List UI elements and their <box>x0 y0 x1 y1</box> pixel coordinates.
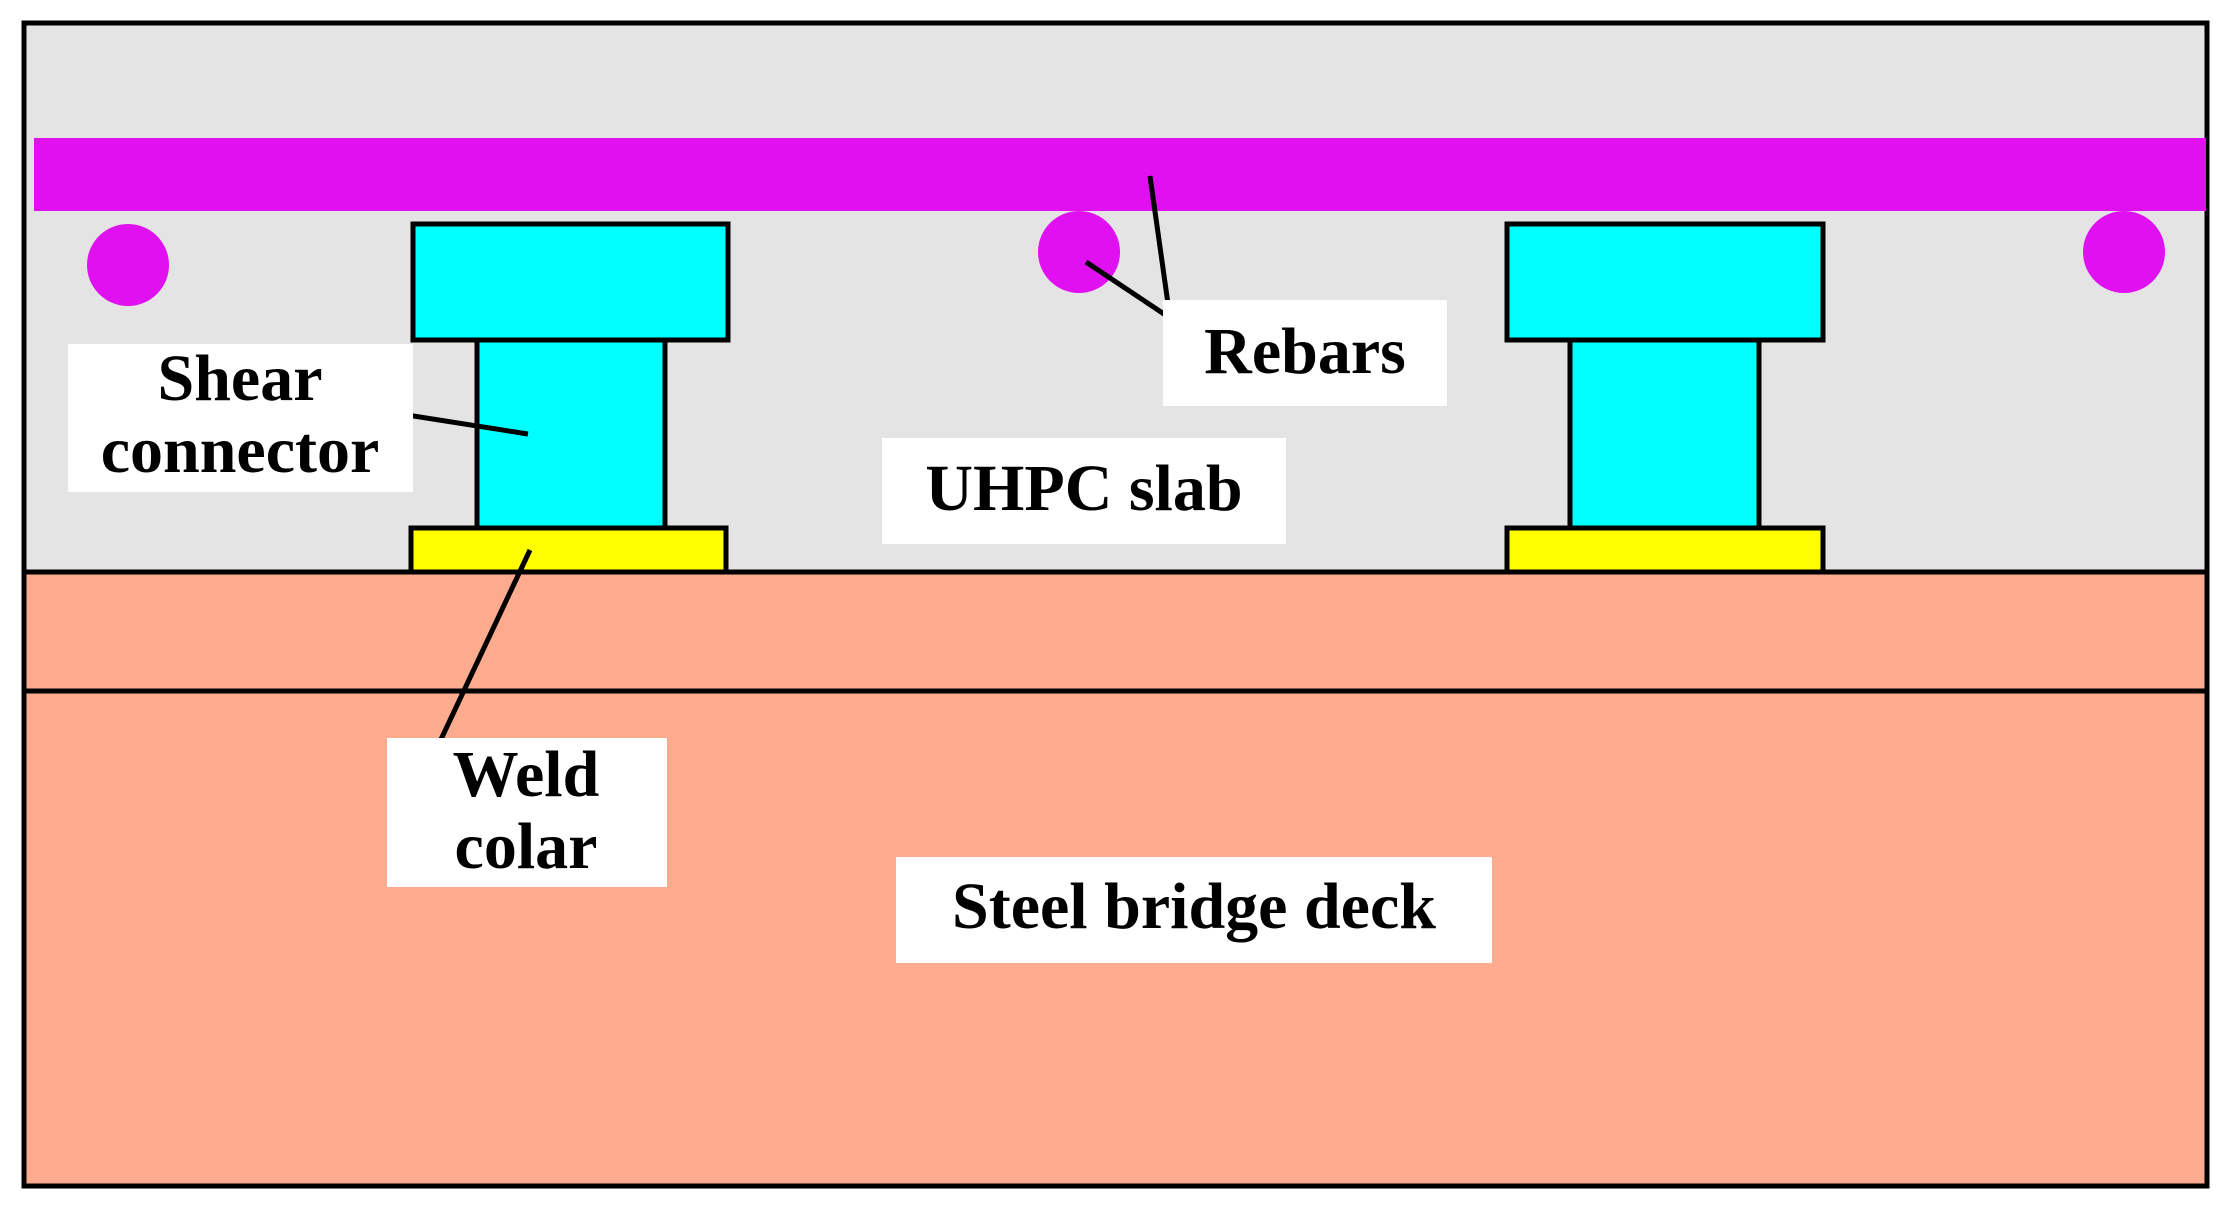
weld-colar-label-box <box>387 738 667 887</box>
shear-connector <box>1504 221 1826 575</box>
uhpc-slab-label-box <box>882 438 1286 544</box>
shear-connector-shank <box>1567 337 1762 531</box>
shear-connector-label-line1: Shear <box>158 342 323 415</box>
shear-connector-label-box <box>68 344 413 492</box>
rebars-leader-line <box>1147 175 1173 319</box>
weld-colar-label-line1: Weld <box>453 738 600 811</box>
steel-bridge-deck-label-box <box>896 857 1492 963</box>
rebars-leader-line <box>1084 259 1172 321</box>
weld-colar-label: Weld colar <box>387 738 667 887</box>
shear-connector-shank <box>474 337 668 531</box>
uhpc-slab-label-text: UHPC slab <box>925 452 1242 525</box>
transverse-rebar <box>1038 211 1120 293</box>
shear-connector-head <box>1504 221 1826 343</box>
transverse-rebar <box>2083 211 2165 293</box>
rebars-label-box <box>1163 300 1447 406</box>
shear-connector <box>408 221 731 575</box>
transverse-rebar <box>87 224 169 306</box>
longitudinal-rebar <box>34 138 2206 211</box>
steel-top-plate <box>21 569 2210 694</box>
weld-collar <box>408 525 729 575</box>
weld-collar <box>1504 525 1826 575</box>
rebars-label-text: Rebars <box>1204 315 1406 388</box>
uhpc-slab-label: UHPC slab <box>882 438 1286 544</box>
weld-colar-leader-line <box>433 548 533 752</box>
steel-bridge-deck-label: Steel bridge deck <box>896 857 1492 963</box>
shear-connector-head <box>410 221 731 343</box>
shear-connector-label-line2: connector <box>101 414 380 487</box>
weld-colar-label-line2: colar <box>455 810 598 883</box>
shear-connector-label: Shear connector <box>68 342 413 492</box>
rebars-label: Rebars <box>1163 300 1447 406</box>
steel-bridge-deck-label-text: Steel bridge deck <box>952 870 1436 943</box>
